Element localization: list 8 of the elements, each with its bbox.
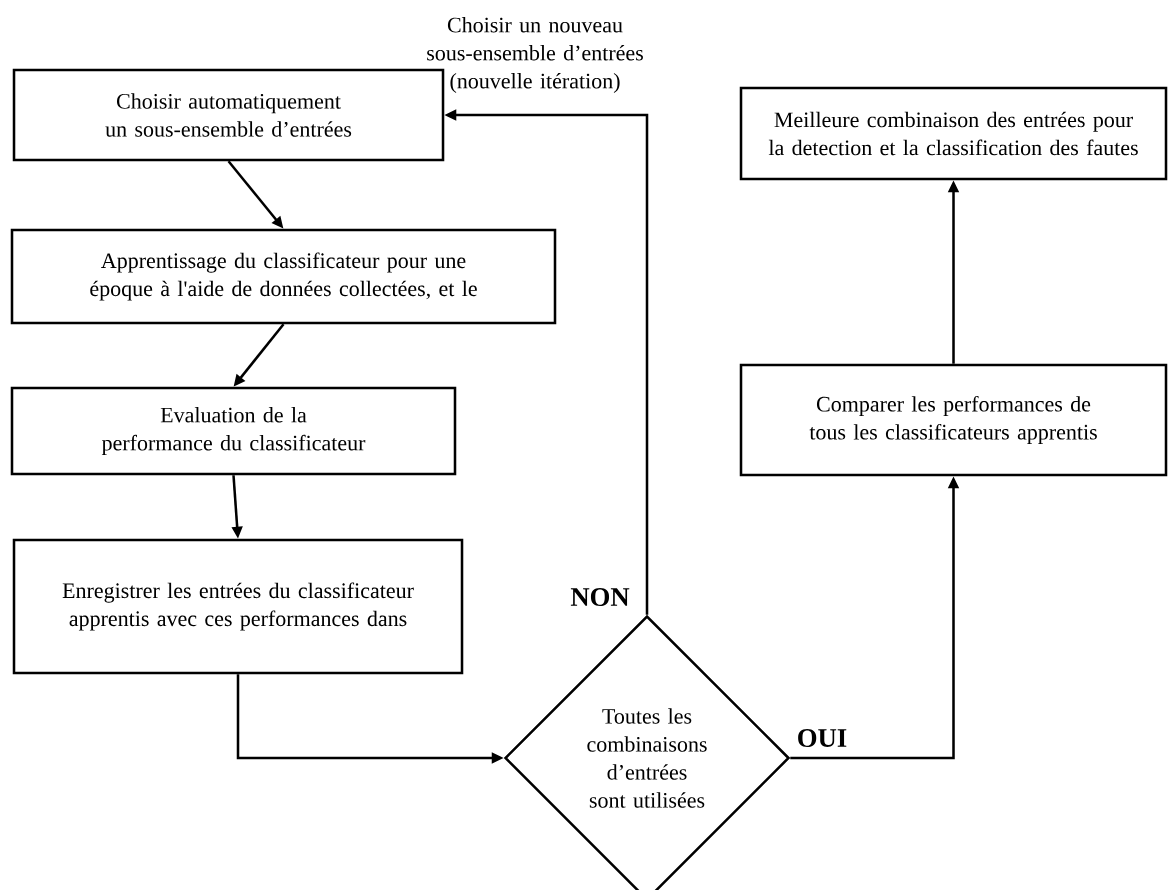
process-box: Meilleure combinaison des entrées pour la detection et la classification des fautes [739, 86, 1168, 181]
process-box: Apprentissage du classificateur pour une époque à l'aide de données collectées, et le [10, 228, 557, 325]
process-box: Choisir automatiquement un sous-ensemble d’entrées [12, 68, 445, 162]
process-box: Evaluation de la performance du classificateur [10, 386, 457, 476]
process-box: Comparer les performances de tous les classificateurs apprentis [739, 363, 1168, 477]
process-box: Enregistrer les entrées du classificateur apprentis avec ces performances dans [12, 538, 464, 675]
edge-label: OUI [795, 727, 849, 749]
edge-label: NON [569, 586, 631, 608]
